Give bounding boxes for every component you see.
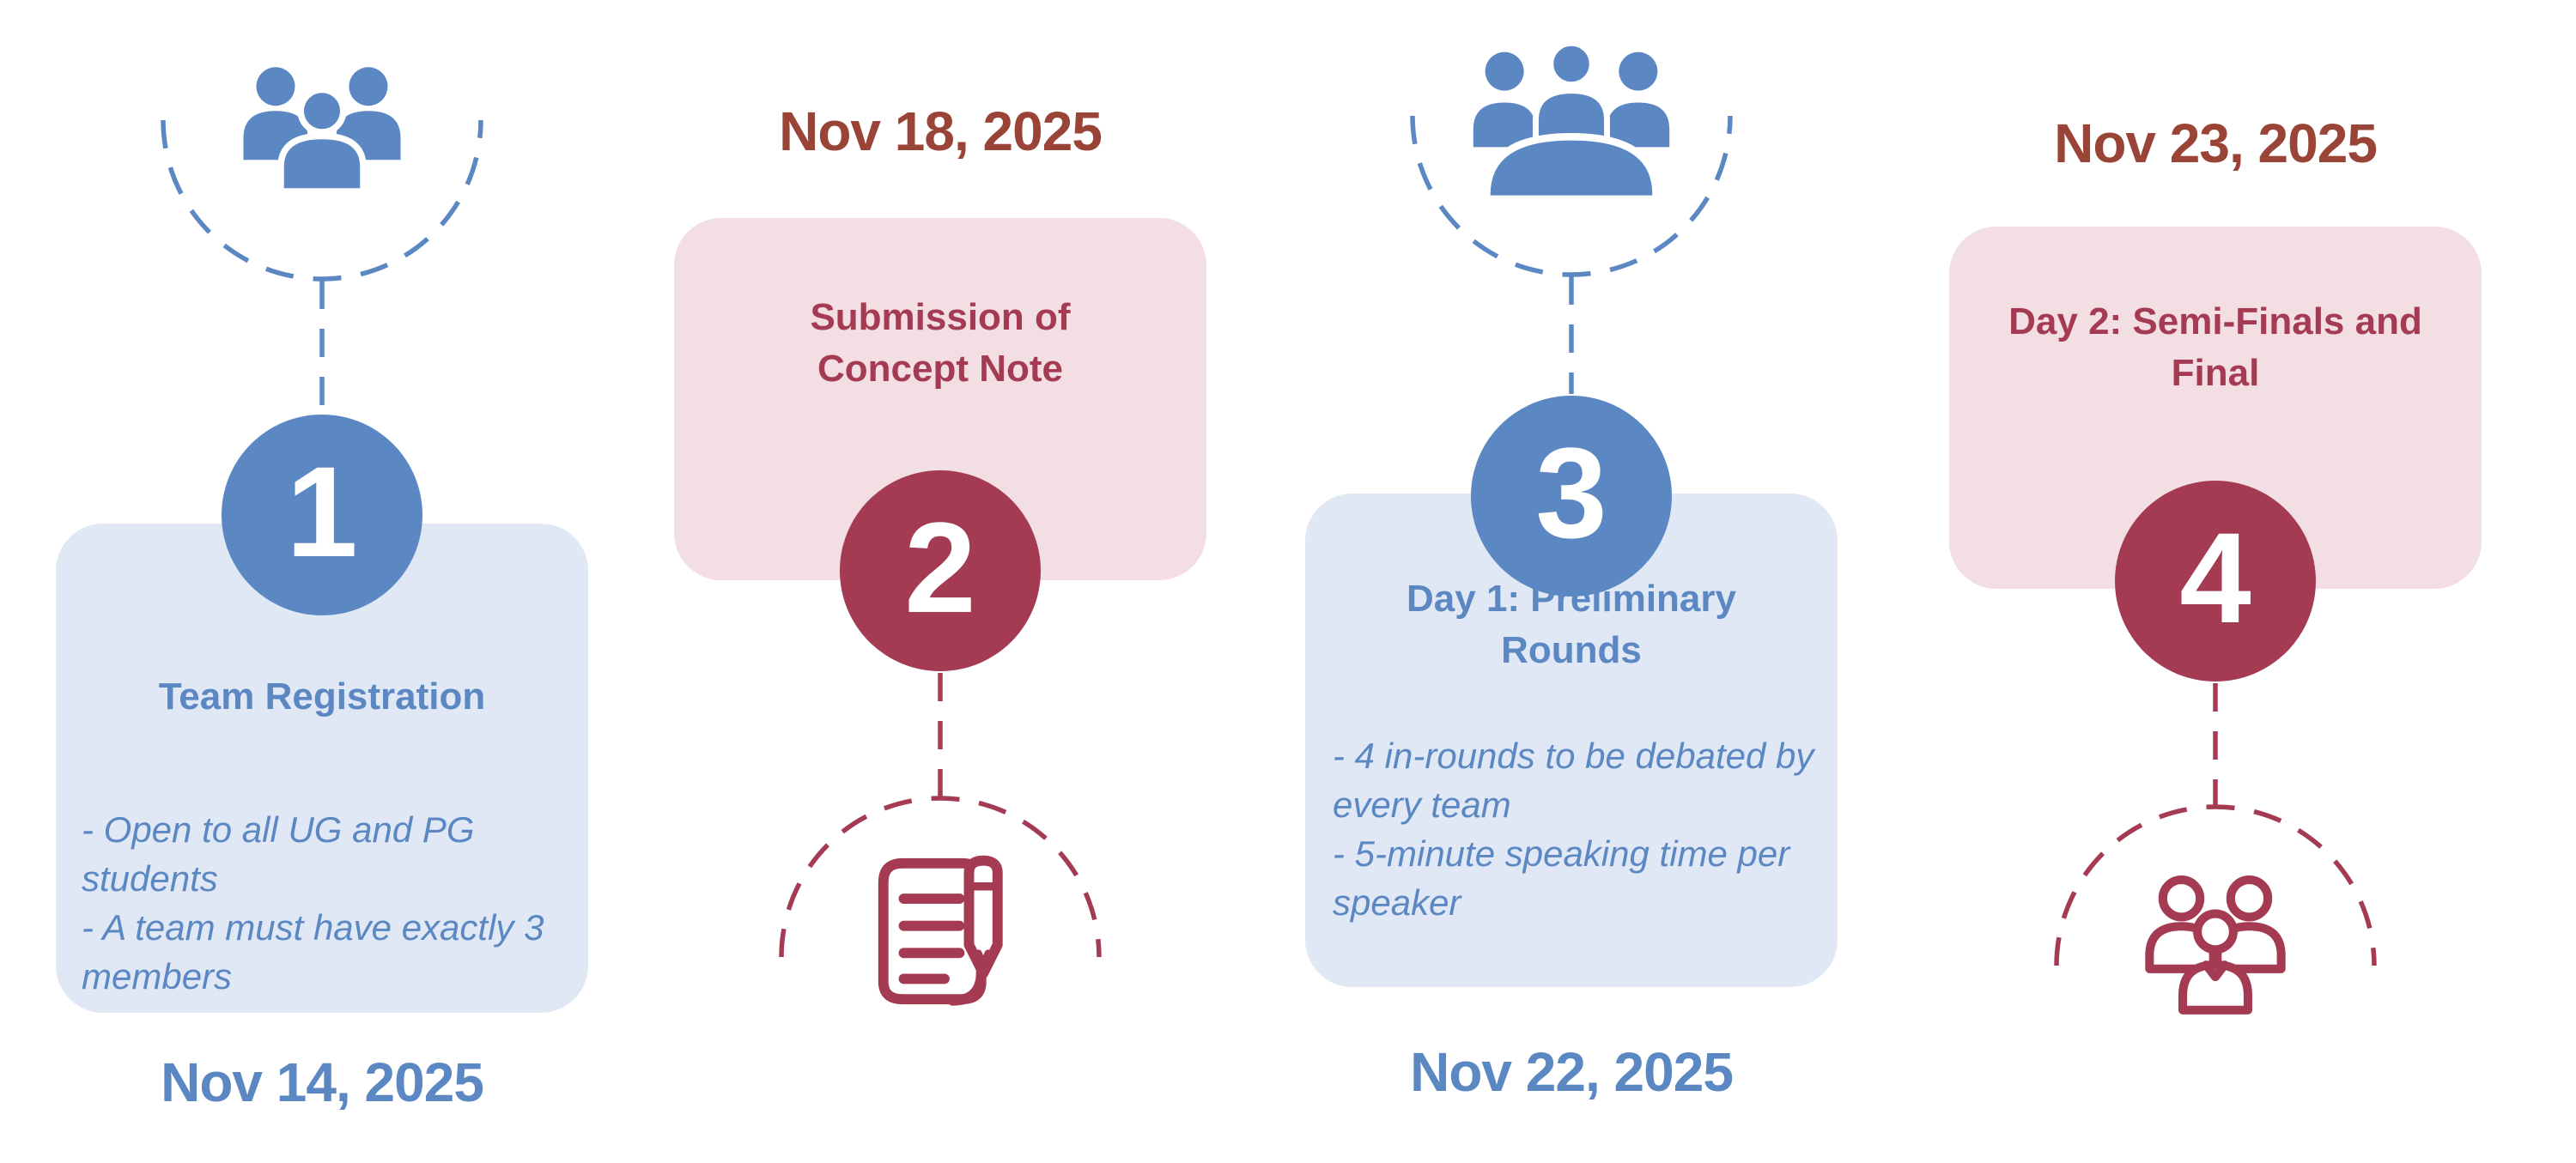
step3-number: 3 <box>1535 421 1607 565</box>
step1-details: - Open to all UG and PG students - A tea… <box>82 805 567 1001</box>
step4-title: Day 2: Semi-Finals and Final <box>2008 300 2422 394</box>
bullet-item: - 5-minute speaking time per speaker <box>1333 833 1790 923</box>
step2-date: Nov 18, 2025 <box>779 100 1103 162</box>
step1-dashed-arc <box>161 119 483 282</box>
step4-number-badge: 4 <box>2115 481 2316 681</box>
step4-dashed-arc <box>2054 804 2377 966</box>
step3-title: Day 1: Preliminary Rounds <box>1406 578 1736 671</box>
bullet-item: - Open to all UG and PG students <box>82 809 475 899</box>
team-group-icon <box>243 67 401 195</box>
step1-number-badge: 1 <box>222 415 422 615</box>
step3-details: - 4 in-rounds to be debated by every tea… <box>1333 731 1826 927</box>
document-pencil-icon <box>878 855 1003 1006</box>
step2-dashed-arc <box>779 796 1102 958</box>
step2-number-badge: 2 <box>840 470 1041 671</box>
step4-number: 4 <box>2179 506 2251 650</box>
step3-date: Nov 22, 2025 <box>1410 1041 1734 1103</box>
step1-title: Team Registration <box>158 675 486 718</box>
step1-number: 1 <box>286 439 358 584</box>
bullet-item: - A team must have exactly 3 members <box>82 907 544 996</box>
step2-number: 2 <box>904 495 976 639</box>
finalist-team-icon <box>2145 875 2286 1015</box>
step1-date: Nov 14, 2025 <box>161 1051 484 1113</box>
audience-meeting-icon <box>1473 45 1670 203</box>
step3-number-badge: 3 <box>1471 396 1672 597</box>
step2-title: Submission of Concept Note <box>810 296 1071 390</box>
step3-dashed-arc <box>1410 115 1733 277</box>
bullet-item: - 4 in-rounds to be debated by every tea… <box>1333 736 1814 825</box>
step4-date: Nov 23, 2025 <box>2054 112 2378 174</box>
